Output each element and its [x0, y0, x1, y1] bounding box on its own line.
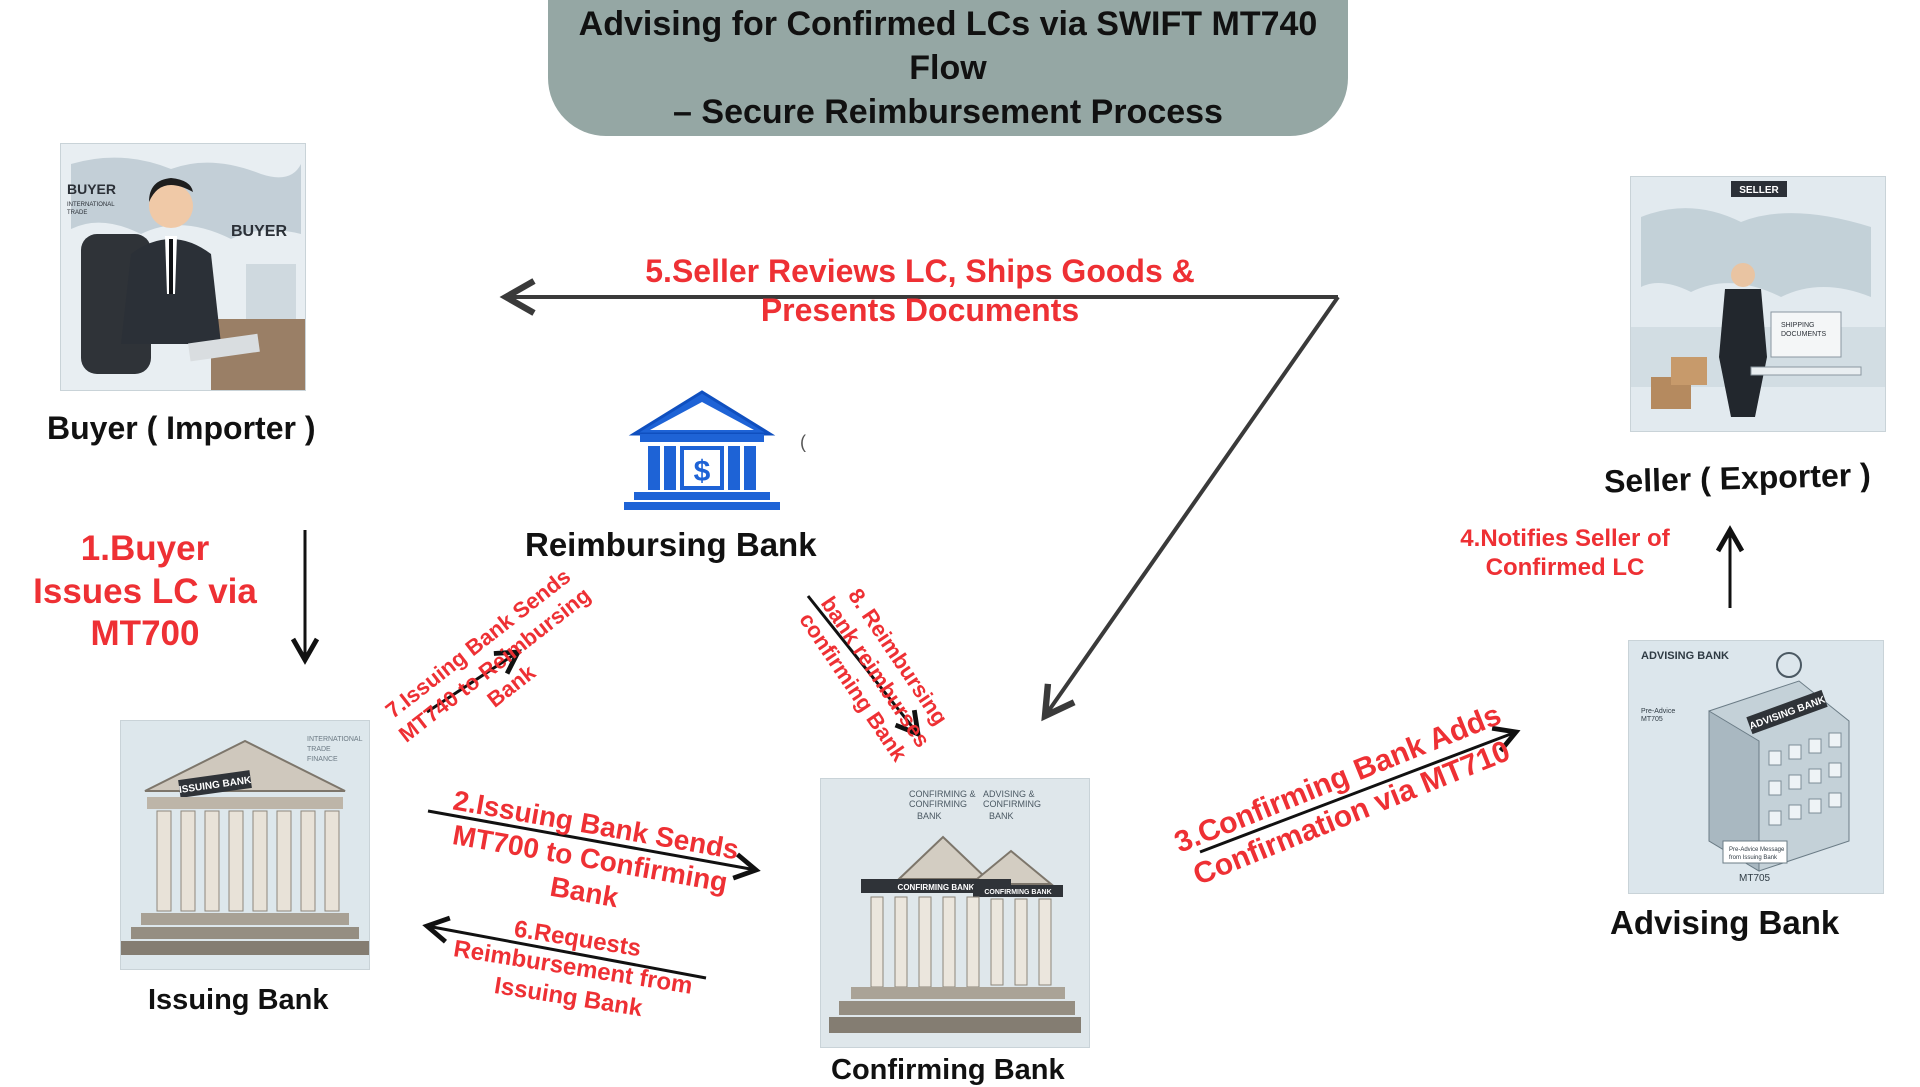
confirming-img-text-2: CONFIRMING [909, 799, 967, 809]
confirming-img-text-3: BANK [917, 811, 942, 821]
step5-line-2: Presents Documents [760, 292, 1080, 329]
title-banner: Advising for Confirmed LCs via SWIFT MT7… [548, 0, 1348, 136]
step7-text: 7.Issuing Bank Sends MT740 to Reimbursin… [352, 541, 638, 789]
issuing-img-text-3: TRADE [307, 746, 331, 753]
buyer-img-text-2: INTERNATIONAL [67, 202, 115, 208]
confirming-img-text-6: BANK [989, 811, 1014, 821]
step7-line-2: MT740 to Reimbursing [393, 582, 596, 748]
confirming-img-text-5: CONFIRMING [983, 799, 1041, 809]
issuing-img-text-2: INTERNATIONAL [307, 736, 363, 743]
seller-image: SELLER SHIPPING DOCUMENTS [1630, 176, 1886, 432]
advising-img-text-3: MT705 [1641, 716, 1663, 723]
confirming-bank-image: CONFIRMING & CONFIRMING BANK ADVISING & … [820, 778, 1090, 1048]
seller-img-text-3: DOCUMENTS [1781, 331, 1826, 338]
seller-img-text-1: SELLER [1739, 185, 1779, 196]
step4-line-1: 4.Notifies Seller of [1460, 525, 1670, 552]
step1-text: 1.Buyer Issues LC via MT700 [20, 528, 270, 656]
step5-line-1: 5.Seller Reviews LC, Ships Goods & [645, 253, 1195, 289]
advising-img-text-4: Pre-Advice [1641, 708, 1675, 715]
seller-img-text-2: SHIPPING [1781, 322, 1814, 329]
confirming-img-text-7: CONFIRMING BANK [898, 883, 975, 892]
advising-bank-label: Advising Bank [1610, 904, 1840, 941]
issuing-img-text-4: FINANCE [307, 756, 338, 763]
confirming-img-text-1: CONFIRMING & [909, 789, 976, 799]
buyer-img-text-3: TRADE [67, 210, 87, 216]
advising-img-text-6: Pre-Advice Message [1729, 847, 1785, 853]
stray-mark: ( [800, 432, 806, 452]
svg-text:$: $ [694, 455, 711, 488]
title-line-1: Advising for Confirmed LCs via SWIFT MT7… [578, 5, 1318, 87]
issuing-bank-illustration: ISSUING BANK INTERNATIONAL TRADE FINANCE [121, 721, 369, 969]
buyer-image: BUYER INTERNATIONAL TRADE BUYER [60, 143, 306, 391]
reimbursing-bank-label: Reimbursing Bank [525, 526, 817, 563]
step5-text: 5.Seller Reviews LC, Ships Goods & Prese… [560, 252, 1280, 330]
advising-img-text-5: MT705 [1739, 873, 1771, 884]
advising-bank-illustration: ADVISING BANK ADVISING BANK MT705 Pre-Ad… [1629, 641, 1883, 893]
buyer-label: Buyer ( Importer ) [47, 410, 316, 446]
seller-label: Seller ( Exporter ) [1603, 456, 1872, 500]
buyer-img-text-1: BUYER [67, 181, 116, 197]
step1-line-2: Issues LC via [33, 571, 257, 611]
confirming-bank-illustration: CONFIRMING & CONFIRMING BANK ADVISING & … [821, 779, 1089, 1047]
issuing-bank-label: Issuing Bank [148, 984, 329, 1016]
step3-text: 3.Confirming Bank Adds Confirmation via … [1137, 684, 1554, 909]
confirming-img-text-8: CONFIRMING BANK [984, 889, 1051, 896]
buyer-img-text-4: BUYER [231, 223, 287, 240]
advising-img-text-7: from Issuing Bank [1729, 855, 1778, 861]
title-line-2: – Secure Reimbursement Process [673, 93, 1223, 131]
issuing-bank-image: ISSUING BANK INTERNATIONAL TRADE FINANCE [120, 720, 370, 970]
buyer-illustration: BUYER INTERNATIONAL TRADE BUYER [61, 144, 305, 390]
step1-line-3: MT700 [90, 614, 200, 654]
advising-img-text-1: ADVISING BANK [1641, 650, 1729, 662]
confirming-img-text-4: ADVISING & [983, 789, 1035, 799]
seller-illustration: SELLER SHIPPING DOCUMENTS [1631, 177, 1885, 431]
step4-line-2: Confirmed LC [1485, 554, 1645, 582]
confirming-bank-label: Confirming Bank [831, 1054, 1065, 1086]
step8-line-2: bank reimburses [816, 591, 936, 752]
step1-line-1: 1.Buyer [80, 529, 210, 568]
advising-bank-image: ADVISING BANK ADVISING BANK MT705 Pre-Ad… [1628, 640, 1884, 894]
arrow-step5-to-confirming [1041, 295, 1340, 722]
step8-text: 8. Reimbursing bank reimburses confirmin… [769, 542, 981, 803]
step4-text: 4.Notifies Seller of Confirmed LC [1440, 524, 1690, 583]
reimbursing-bank-icon: $ [620, 388, 784, 512]
